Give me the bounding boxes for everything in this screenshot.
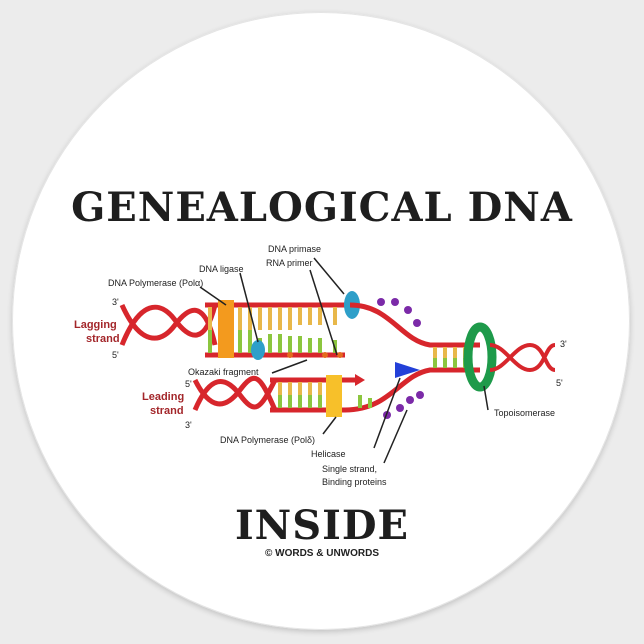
label-okazaki-fragment: Okazaki fragment xyxy=(188,367,259,377)
label-helicase: Helicase xyxy=(311,449,346,459)
replication-fork xyxy=(344,298,556,419)
label-polymerase-alpha: DNA Polymerase (Polα) xyxy=(108,278,203,288)
end-lagging-3: 3' xyxy=(112,297,119,307)
label-leading-strand: Leading xyxy=(142,391,184,403)
topoisomerase-ring xyxy=(463,322,497,392)
title-inside: INSIDE xyxy=(234,502,410,549)
title-genealogical-dna: GENEALOGICAL DNA xyxy=(71,184,573,231)
polymerase-delta-block xyxy=(326,375,342,417)
leading-strand-helix xyxy=(192,374,372,417)
label-lagging-strand-2: strand xyxy=(86,333,120,345)
label-polymerase-delta: DNA Polymerase (Polδ) xyxy=(220,435,315,445)
label-dna-ligase: DNA ligase xyxy=(199,264,244,274)
ligase-shape xyxy=(251,340,265,360)
end-leading-3: 3' xyxy=(185,420,192,430)
helicase-wedge xyxy=(395,362,420,378)
leader-lines xyxy=(199,257,489,464)
copyright-text: © WORDS & UNWORDS xyxy=(264,548,380,559)
polymerase-alpha-block xyxy=(218,300,234,358)
end-right-3: 3' xyxy=(560,339,567,349)
label-leading-strand-2: strand xyxy=(150,405,184,417)
label-lagging-strand: Lagging xyxy=(74,319,117,331)
label-dna-primase: DNA primase xyxy=(268,244,321,254)
label-rna-primer: RNA primer xyxy=(266,258,313,268)
end-right-5: 5' xyxy=(556,378,563,388)
end-leading-5: 5' xyxy=(185,379,192,389)
end-lagging-5: 5' xyxy=(112,350,119,360)
label-ssb-2: Binding proteins xyxy=(322,477,387,487)
lagging-strand-helix xyxy=(119,291,360,360)
label-topoisomerase: Topoisomerase xyxy=(494,408,555,418)
label-ssb-1: Single strand, xyxy=(322,464,377,474)
